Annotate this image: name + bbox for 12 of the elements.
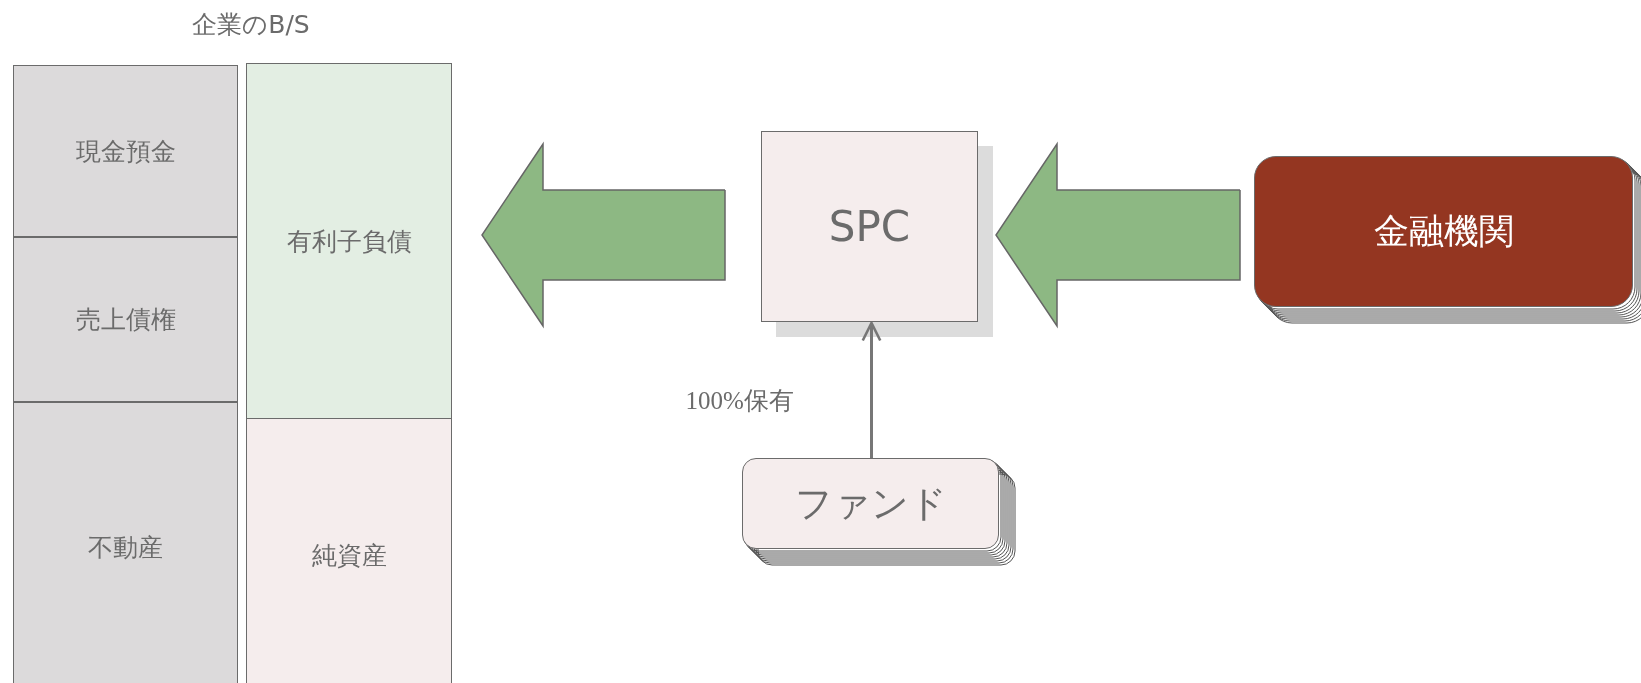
block-arrow	[481, 141, 726, 329]
account-cell: 現金預金	[13, 65, 238, 237]
account-cell: 純資産	[246, 418, 452, 683]
entity-box: ファンド	[742, 458, 999, 549]
account-cell: 有利子負債	[246, 63, 452, 419]
account-cell: 不動産	[13, 402, 238, 683]
arrow	[861, 321, 882, 458]
entity-box: SPC	[761, 131, 978, 322]
account-cell: 売上債権	[13, 237, 238, 402]
entity-box: 金融機関	[1254, 156, 1633, 307]
heading: 企業のB/S	[191, 9, 311, 41]
block-arrow	[995, 141, 1241, 329]
